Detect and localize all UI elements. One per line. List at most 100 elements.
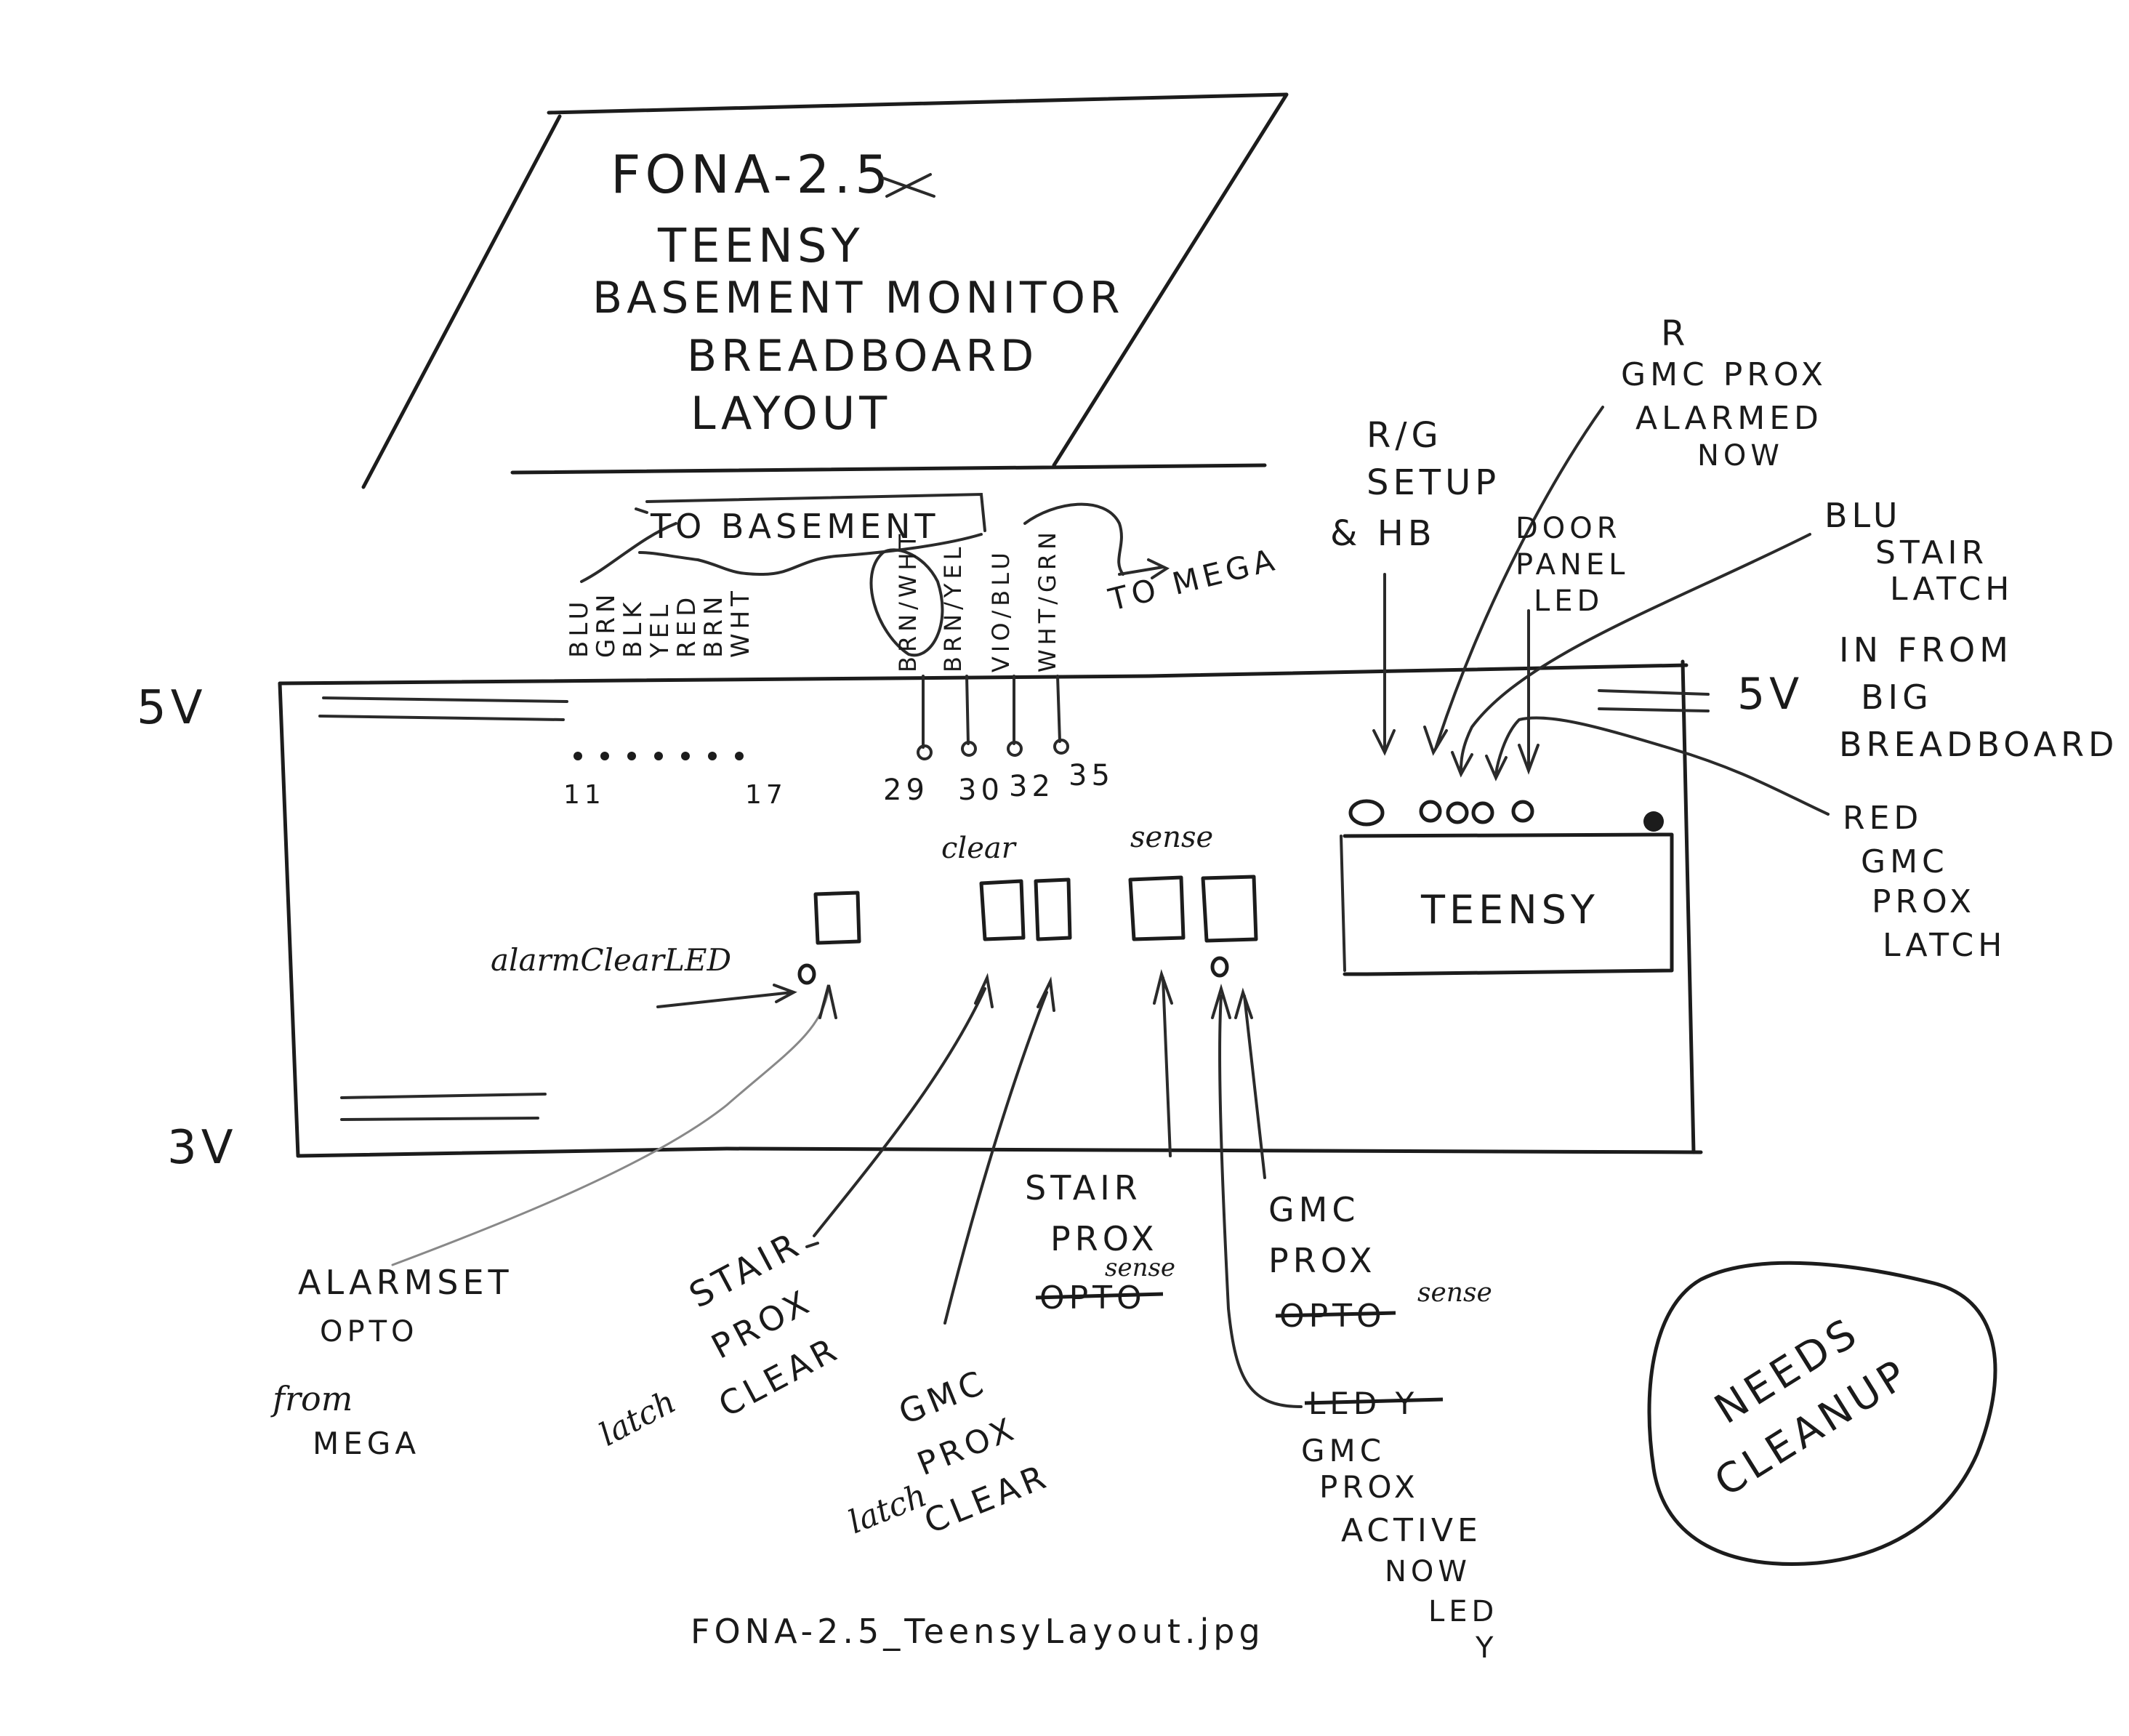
title-line-3: BASEMENT MONITOR [592,273,1124,324]
to-mega-connector [1023,502,1124,576]
gmc-alarmed-line-4: NOW [1697,439,1784,473]
blu-stair-line-1: BLU [1824,496,1902,535]
pin-label-17: 17 [745,780,787,810]
stair-sense-line-1: STAIR [1025,1168,1142,1207]
stair-sense-line-2: PROX [1050,1219,1158,1258]
wire-color-vio-blu: VIO/BLU [987,548,1015,672]
blu-stair-arrow [1451,533,1811,778]
pin-dot [681,752,690,760]
gmc-active-line-6: LED [1428,1595,1498,1628]
sense-label: sense [1130,821,1213,854]
right-annotations: R/G SETUP & HB R GMC PROX ALARMED NOW DO… [1330,313,2114,964]
stair-clear-arrowhead [974,973,994,1008]
gmc-alarmed-line-2: GMC PROX [1621,356,1827,393]
wire-color-grn: GRN [592,590,621,658]
pin-35-dot [1053,739,1069,755]
to-basement-bracket [638,492,986,576]
title-line-4: BREADBOARD [687,331,1038,382]
wire-to-pin-30 [965,675,970,745]
gmc-clear-leader [943,991,1048,1325]
gmc-sense-arrow [1234,987,1266,1179]
blu-stair-line-2: STAIR [1875,534,1988,571]
gmc-active-strike [1304,1397,1444,1405]
breadboard-top-edge [278,663,1689,686]
pin-label-35: 35 [1068,759,1114,792]
alarm-set-arrowhead [818,984,837,1019]
wire-color-blk: BLK [619,598,648,658]
title-line-5: LAYOUT [691,387,891,440]
teensy-pin-2 [1446,801,1469,824]
pin-30-dot [961,741,977,757]
alarm-set-leader [391,987,830,1266]
pin-label-30: 30 [958,773,1004,807]
red-gmc-line-3: PROX [1872,883,1976,920]
teensy-left-edge [1340,835,1346,972]
blu-stair-line-3: LATCH [1890,571,2013,608]
stair-sense-line-3: sense [1105,1253,1175,1282]
gmc-latch-word: latch [843,1476,932,1541]
wire-color-brn-yel: BRN/YEL [939,543,967,673]
to-mega-circle [869,548,944,657]
stair-clear-square [979,879,1026,941]
teensy-pin-1 [1419,800,1442,823]
mega-wires [917,675,1069,760]
wire-color-brn-wht: BRN/WHT [894,530,922,672]
alarm-set-line-4: MEGA [313,1426,420,1461]
breadboard-left-edge [278,681,300,1158]
wire-color-wht-grn: WHT/GRN [1034,528,1061,672]
gmc-clear-arrowhead [1037,976,1055,1012]
gmc-sense-line-1: GMC [1268,1190,1359,1229]
title-box-outline [361,92,1289,489]
gmc-sense-strike [1275,1311,1396,1318]
teensy-pin-gnd [1348,799,1385,827]
clear-label: clear [941,832,1018,865]
pin-dot [708,752,717,760]
pin-label-32: 32 [1009,770,1055,803]
to-mega-label: TO MEGA [1105,542,1282,618]
breadboard-bottom-edge [296,1146,1703,1158]
pin-dot [735,752,744,760]
wire-color-blu: BLU [565,598,594,658]
alarm-clear-led-arrow [656,984,797,1008]
to-mega-arrow [1118,558,1170,579]
alarm-clear-led-label: alarmClearLED [491,942,731,978]
title-line-1: FONA-2.5 [611,144,893,205]
stair-latch-word: latch [593,1383,682,1454]
gmc-sense-line-2: PROX [1268,1241,1376,1280]
rg-setup-line-3: & HB [1330,513,1436,554]
mega-wire-colors: BRN/WHT BRN/YEL VIO/BLU WHT/GRN [894,528,1061,672]
alarm-set-opto-square [813,891,861,945]
red-gmc-line-4: LATCH [1883,927,2006,964]
gmc-active-line-2: GMC [1301,1433,1385,1468]
gmc-alarmed-line-3: ALARMED [1635,400,1823,437]
needs-cleanup-note: NEEDS CLEANUP [1647,1261,1997,1566]
breadboard-right-edge [1681,659,1696,1154]
rail-5v-left [318,696,568,721]
gmc-sense-square [1201,875,1258,943]
in-from-line-2: BIG [1861,678,1933,717]
teensy: TEENSY [1340,799,1674,976]
door-panel-line-1: DOOR [1516,512,1622,545]
gmc-alarmed-line-1: R [1661,313,1689,354]
alarm-set-line-3: from [270,1379,353,1418]
rail-3v [340,1093,547,1121]
pin-label-11: 11 [563,780,605,810]
gmc-active-line-3: PROX [1319,1469,1420,1505]
gmc-active-line-5: NOW [1385,1555,1471,1588]
gmc-sense-line-3: sense [1417,1278,1492,1308]
breadboard [278,659,1710,1158]
pin-dot [654,752,663,760]
alarm-set-line-2: OPTO [320,1315,419,1349]
bottom-annotations: ALARMSET OPTO from MEGA STAIR PROX CLEAR… [270,969,1498,1665]
rg-setup-arrow [1372,573,1396,756]
to-basement-pointer [580,522,677,583]
pins-11-17 [573,752,744,760]
teensy-pin-4 [1511,800,1534,823]
door-panel-line-3: LED [1534,584,1603,618]
red-gmc-arrow [1485,716,1830,816]
gmc-clear-square [1034,877,1072,941]
rg-setup-line-2: SETUP [1367,462,1500,503]
title-box: FONA-2.5 TEENSY BASEMENT MONITOR BREADBO… [361,92,1289,489]
teensy-label: TEENSY [1420,887,1599,933]
